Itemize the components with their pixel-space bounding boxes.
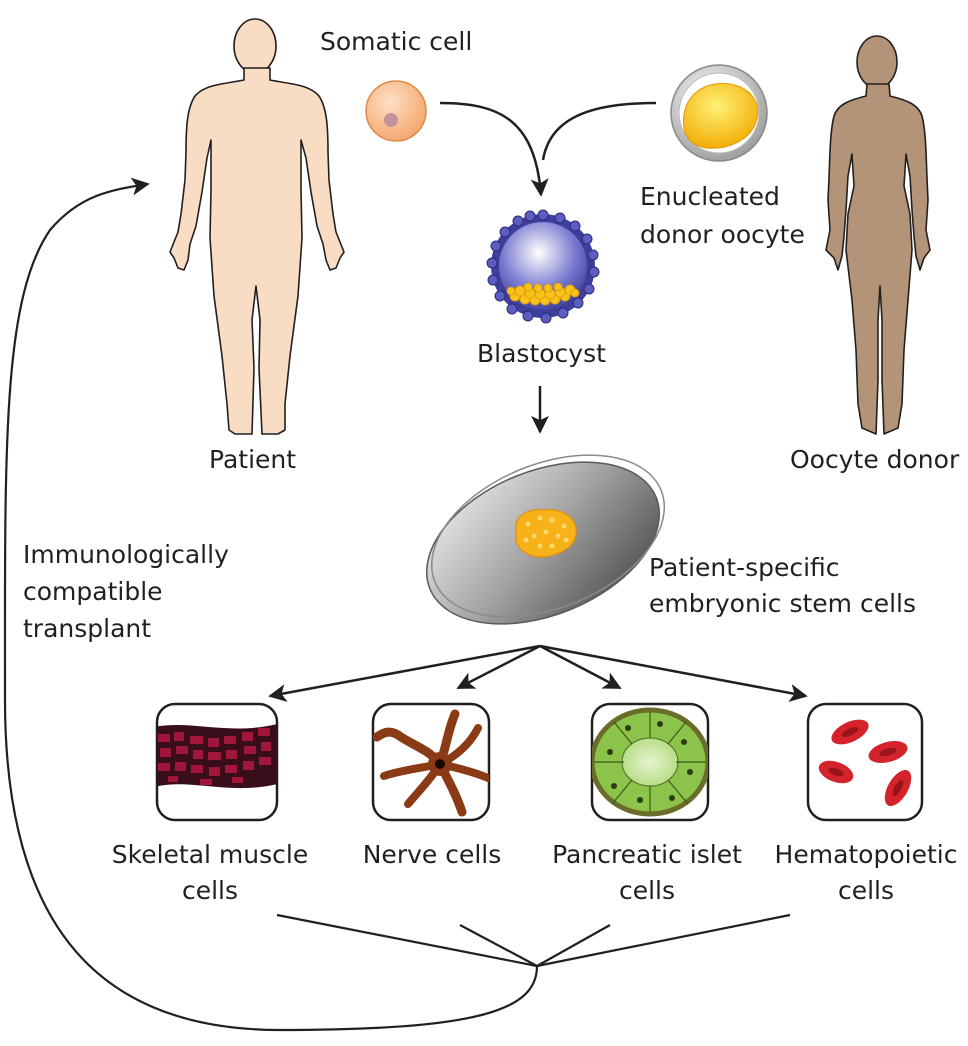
pancreatic-islet-box xyxy=(590,702,710,822)
patient-label: Patient xyxy=(209,445,296,474)
enucleated-oocyte-icon xyxy=(670,64,768,162)
oocyte-donor-label: Oocyte donor xyxy=(790,445,960,474)
differentiation-arrows xyxy=(268,644,808,702)
skeletal-muscle-box xyxy=(155,702,279,822)
oocyte-donor-figure-icon xyxy=(825,35,931,435)
stem-cells-label-2: embryonic stem cells xyxy=(649,589,916,618)
nerve-cells-label: Nerve cells xyxy=(363,840,502,869)
hematopoietic-label-2: cells xyxy=(838,876,894,905)
transplant-label-1: Immunologically xyxy=(23,540,229,569)
neuron-icon xyxy=(373,709,489,817)
enucleated-oocyte-label-1: Enucleated xyxy=(640,182,780,211)
somatic-cell-icon xyxy=(365,80,427,142)
convergence-lines xyxy=(276,913,791,968)
nerve-cells-box xyxy=(371,702,491,822)
hematopoietic-label-1: Hematopoietic xyxy=(775,840,958,869)
blastocyst-icon xyxy=(486,209,600,324)
transplant-label-3: transplant xyxy=(23,614,151,643)
somatic-cell-label: Somatic cell xyxy=(320,27,472,56)
enucleated-oocyte-label-2: donor oocyte xyxy=(640,220,805,249)
stem-cells-label-1: Patient-specific xyxy=(649,553,840,582)
pancreatic-islet-label-2: cells xyxy=(619,876,675,905)
skeletal-muscle-label-2: cells xyxy=(182,876,238,905)
petri-dish-icon xyxy=(425,454,666,625)
hematopoietic-box xyxy=(806,702,924,822)
transplant-return-arrow xyxy=(3,177,539,1032)
pancreatic-islet-label-1: Pancreatic islet xyxy=(552,840,742,869)
skeletal-muscle-label-1: Skeletal muscle xyxy=(112,840,308,869)
red-blood-cells-icon xyxy=(818,719,912,807)
somatic-to-blastocyst-arrow xyxy=(439,101,549,197)
blastocyst-label: Blastocyst xyxy=(477,339,606,368)
transplant-label-2: compatible xyxy=(23,577,163,606)
islet-icon xyxy=(592,707,708,817)
oocyte-to-blastocyst-arrow xyxy=(541,101,657,161)
patient-figure-icon xyxy=(169,18,345,435)
